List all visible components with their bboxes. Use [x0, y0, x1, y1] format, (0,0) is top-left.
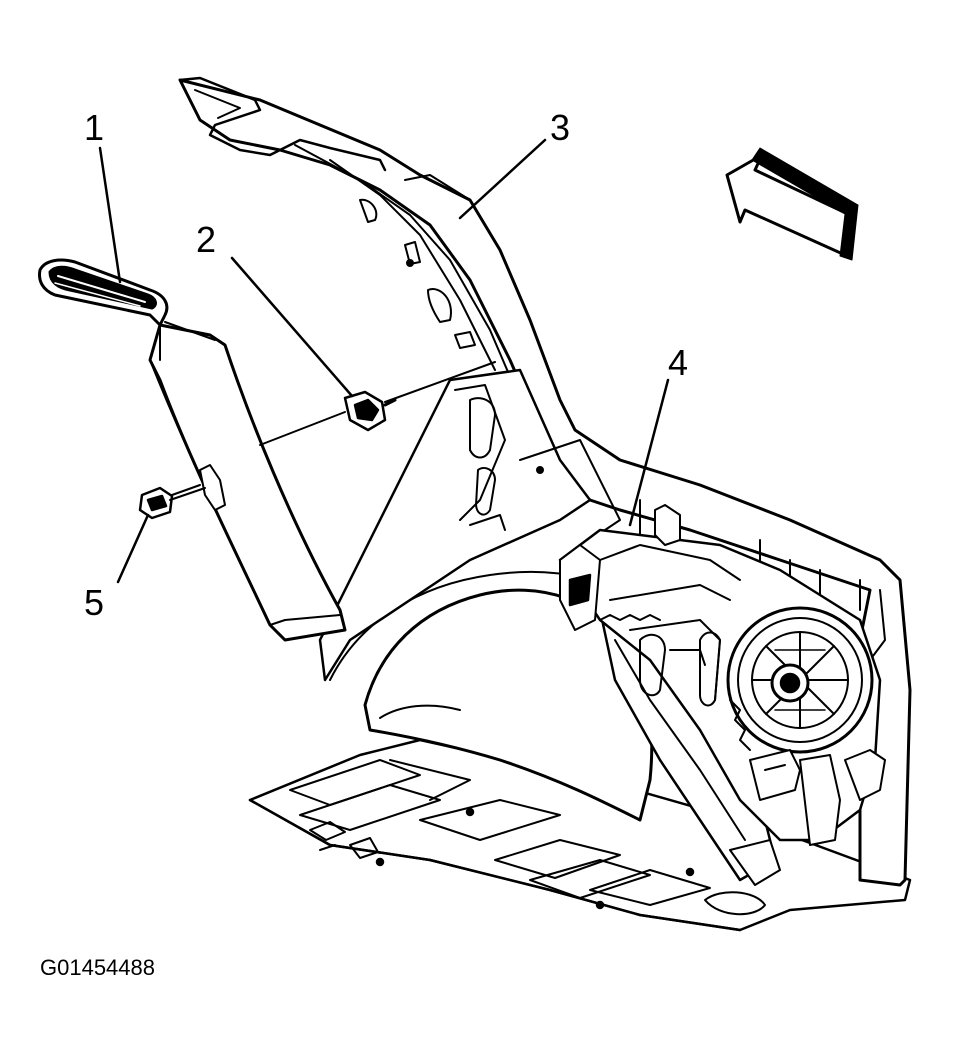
mounting-bolt — [138, 484, 201, 520]
air-outlet-duct — [38, 258, 347, 642]
callout-2: 2 — [196, 219, 217, 260]
callout-3: 3 — [550, 107, 571, 148]
body-side-panel — [178, 76, 912, 887]
leader-line-4 — [628, 378, 670, 527]
leader-line-5 — [116, 513, 150, 584]
duct-retaining-clip — [343, 390, 397, 432]
hvac-blower-module — [558, 504, 886, 886]
callout-4: 4 — [668, 342, 689, 383]
forward-arrow-icon — [725, 147, 859, 261]
callout-1: 1 — [84, 107, 105, 148]
figure-id: G01454488 — [40, 955, 155, 980]
leader-line-1 — [98, 146, 122, 284]
leader-line-3 — [458, 138, 547, 220]
leader-line-2 — [230, 256, 354, 398]
leader-lines — [98, 138, 670, 584]
callout-5: 5 — [84, 582, 105, 623]
